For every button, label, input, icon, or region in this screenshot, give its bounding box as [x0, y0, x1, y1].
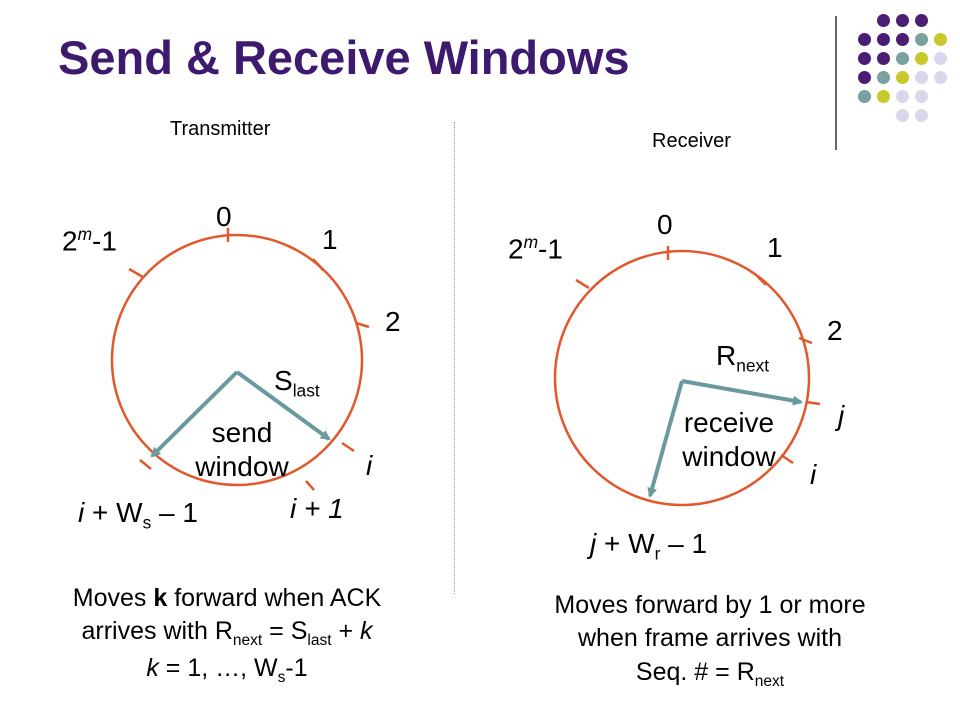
decorative-dot [934, 71, 947, 84]
rx-label-1: 1 [767, 232, 783, 263]
rx-label-i: i [810, 459, 817, 490]
decorative-dot [896, 109, 909, 122]
transmitter-caption: Moves k forward when ACK arrives with Rn… [72, 584, 382, 686]
decorative-dot [896, 33, 909, 46]
tx-tick-2 [355, 321, 370, 329]
decorative-dot [896, 71, 909, 84]
tx-label-2: 2 [385, 306, 401, 337]
decorative-vertical-line [835, 16, 837, 150]
column-divider [454, 122, 455, 594]
decorative-dot [915, 71, 928, 84]
decorative-dot [877, 71, 890, 84]
decorative-dot [858, 52, 871, 65]
decorative-dot [915, 90, 928, 103]
tx-tick-last [128, 267, 144, 279]
decorative-dot [915, 33, 928, 46]
transmitter-heading: Transmitter [170, 118, 271, 140]
decorative-dot [896, 90, 909, 103]
decorative-dot [858, 33, 871, 46]
rx-tick-j [805, 400, 821, 406]
transmitter-circle [110, 233, 364, 487]
rx-label-0: 0 [657, 209, 673, 240]
decorative-dot [896, 52, 909, 65]
decorative-dot [877, 52, 890, 65]
tx-tick-i1 [305, 480, 315, 491]
receiver-caption: Moves forward by 1 or more when frame ar… [554, 591, 866, 690]
rx-label-r-next: Rnext [716, 340, 770, 376]
tx-label-last: 2m-1 [62, 224, 117, 257]
decorative-dot [858, 71, 871, 84]
decorative-dot [877, 90, 890, 103]
decorative-dot [934, 33, 947, 46]
decorative-dot [934, 52, 947, 65]
decorative-dot [896, 14, 909, 27]
rx-label-j: j [838, 400, 845, 431]
tx-arrow-send-window [150, 370, 239, 458]
tx-tick-lower [139, 459, 152, 470]
rx-label-last: 2m-1 [508, 232, 563, 265]
rx-arrow-receive-window [647, 380, 684, 498]
tx-label-1: 1 [322, 224, 338, 255]
rx-tick-2 [798, 336, 813, 345]
tx-tick-i [341, 441, 355, 453]
rx-tick-1 [756, 275, 767, 286]
rx-tick-last [575, 278, 590, 290]
decorative-dot [877, 33, 890, 46]
rx-tick-i [780, 453, 794, 465]
tx-label-0: 0 [216, 201, 232, 232]
tx-label-i-plus-1: i + 1 [290, 493, 344, 524]
tx-label-lower: i + Ws – 1 [78, 497, 198, 533]
tx-tick-1 [312, 258, 324, 271]
rx-label-lower: j + Wr – 1 [590, 528, 708, 564]
decorative-dot [915, 14, 928, 27]
decorative-dot [915, 52, 928, 65]
tx-arrow-s-last [235, 370, 331, 441]
tx-label-s-last: Slast [274, 365, 320, 401]
decorative-dot [858, 90, 871, 103]
decorative-dot [915, 109, 928, 122]
decorative-dot [877, 14, 890, 27]
rx-arrow-r-next [681, 379, 803, 406]
tx-label-i: i [366, 450, 373, 481]
receiver-circle [553, 249, 811, 507]
rx-label-2: 2 [827, 315, 843, 346]
receiver-heading: Receiver [652, 130, 731, 152]
slide-title: Send & Receive Windows [58, 31, 630, 84]
